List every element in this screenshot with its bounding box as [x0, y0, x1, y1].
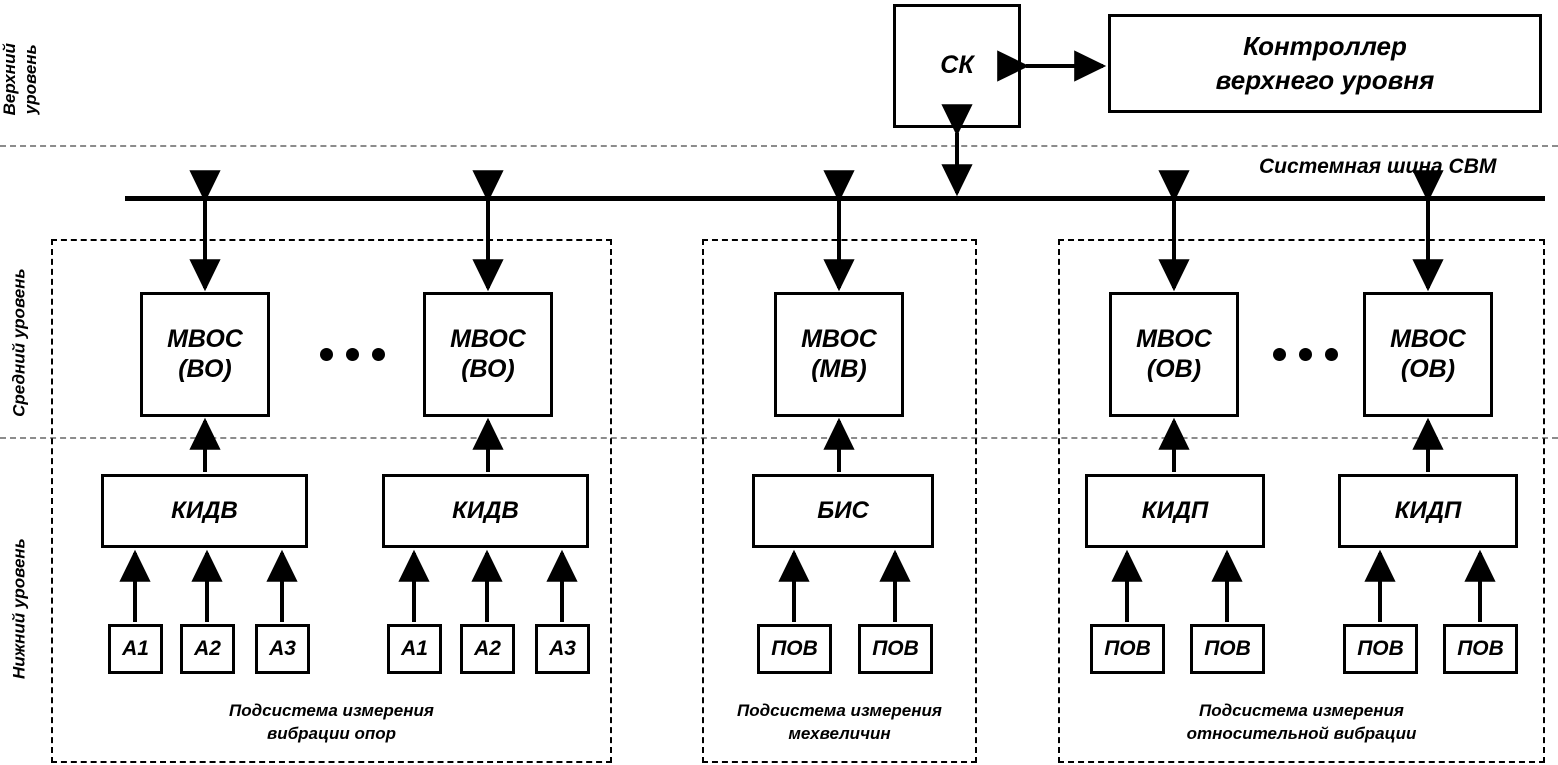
box-sensor-pov-r4[interactable]: ПОВ	[1443, 624, 1518, 674]
box-mvos-vo-1[interactable]: МВОС (ВО)	[140, 292, 270, 417]
dot	[1325, 348, 1338, 361]
group-caption-vibration-supports: Подсистема измерения вибрации опор	[229, 701, 434, 743]
box-sensor-a3-2[interactable]: А3	[535, 624, 590, 674]
box-upper-level-controller[interactable]: Контроллер верхнего уровня	[1108, 14, 1542, 113]
box-sensor-a2-1[interactable]: А2	[180, 624, 235, 674]
dot	[320, 348, 333, 361]
separator-top-middle	[0, 145, 1558, 147]
box-sensor-a3-1[interactable]: А3	[255, 624, 310, 674]
box-mvos-vo-2[interactable]: МВОС (ВО)	[423, 292, 553, 417]
level-label-top: Верхний уровень	[0, 43, 40, 116]
box-sensor-pov-r2[interactable]: ПОВ	[1190, 624, 1265, 674]
box-sk[interactable]: СК	[893, 4, 1021, 128]
box-sensor-a1-2[interactable]: А1	[387, 624, 442, 674]
box-kidv-1[interactable]: КИДВ	[101, 474, 308, 548]
level-label-middle: Средний уровень	[9, 268, 29, 417]
box-sensor-pov-m2[interactable]: ПОВ	[858, 624, 933, 674]
system-bus-label: Системная шина СВМ	[1259, 155, 1497, 178]
ellipsis-mvos-ov	[1273, 348, 1338, 361]
box-sensor-a1-1[interactable]: А1	[108, 624, 163, 674]
group-caption-mech-values: Подсистема измерения мехвеличин	[737, 701, 942, 743]
box-kidp-2[interactable]: КИДП	[1338, 474, 1518, 548]
dot	[372, 348, 385, 361]
group-relative-vibration	[1058, 239, 1545, 763]
box-mvos-ov-1[interactable]: МВОС (ОВ)	[1109, 292, 1239, 417]
box-kidv-2[interactable]: КИДВ	[382, 474, 589, 548]
group-caption-relative-vibration: Подсистема измерения относительной вибра…	[1186, 701, 1417, 743]
box-kidp-1[interactable]: КИДП	[1085, 474, 1265, 548]
separator-middle-bottom	[0, 437, 1558, 439]
box-bis[interactable]: БИС	[752, 474, 934, 548]
box-sensor-a2-2[interactable]: А2	[460, 624, 515, 674]
dot	[1273, 348, 1286, 361]
level-label-bottom: Нижний уровень	[9, 538, 29, 680]
dot	[346, 348, 359, 361]
group-vibration-supports	[51, 239, 612, 763]
box-sensor-pov-r1[interactable]: ПОВ	[1090, 624, 1165, 674]
box-mvos-ov-2[interactable]: МВОС (ОВ)	[1363, 292, 1493, 417]
system-bus-line	[125, 196, 1545, 201]
box-sensor-pov-m1[interactable]: ПОВ	[757, 624, 832, 674]
ellipsis-mvos-vo	[320, 348, 385, 361]
box-sensor-pov-r3[interactable]: ПОВ	[1343, 624, 1418, 674]
dot	[1299, 348, 1312, 361]
box-mvos-mv[interactable]: МВОС (МВ)	[774, 292, 904, 417]
